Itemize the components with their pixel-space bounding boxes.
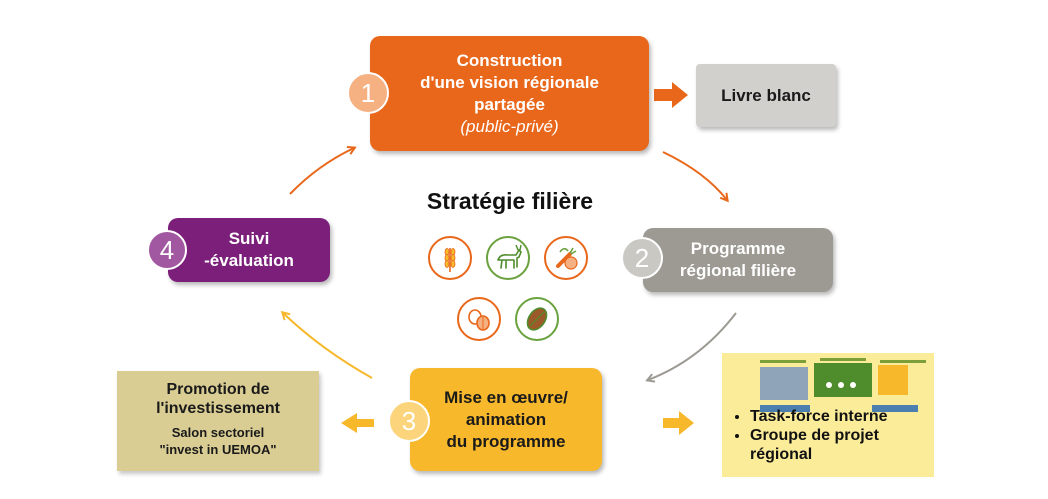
step-3-number: 3: [388, 400, 430, 442]
taskforce-item-1: Task-force interne: [750, 407, 888, 426]
step-1-number: 1: [347, 72, 389, 114]
taskforce-item-3: régional: [750, 446, 813, 463]
livre-blanc-box: Livre blanc: [696, 64, 836, 127]
step-4-number: 4: [147, 230, 187, 270]
step-2-number: 2: [621, 237, 663, 279]
arrow-2-to-3: [648, 312, 737, 380]
step-4-box: Suivi -évaluation: [168, 218, 330, 282]
step-4-line-1: Suivi: [228, 229, 270, 248]
promotion-sub-2: "invest in UEMOA": [159, 442, 277, 457]
step-1-box: Construction d'une vision régionale part…: [370, 36, 649, 151]
taskforce-box: Task-force interne Groupe de projet régi…: [722, 353, 934, 477]
cocoa-pod-icon: [515, 297, 559, 341]
arrow-4-to-1: [289, 148, 354, 195]
promotion-sub-1: Salon sectoriel: [171, 425, 265, 440]
step-1-line-3: partagée: [474, 94, 545, 114]
nuts-icon: [457, 297, 501, 341]
taskforce-list: Task-force interne Groupe de projet régi…: [722, 407, 888, 464]
org-diagram-thumbnail: [752, 355, 937, 413]
arrow-3-to-4: [283, 313, 373, 379]
arrow-to-promotion: [341, 413, 374, 433]
promotion-title-2: l'investissement: [156, 400, 280, 417]
center-title: Stratégie filière: [426, 188, 594, 214]
promotion-box: Promotion de l'investissement Salon sect…: [117, 371, 319, 471]
taskforce-item-2: Groupe de projet: [750, 426, 888, 445]
vegetables-icon: [544, 236, 588, 280]
promotion-title-1: Promotion de: [166, 381, 270, 398]
step-4-line-2: -évaluation: [204, 251, 294, 270]
arrow-to-livre-blanc: [654, 82, 688, 108]
step-3-line-2: animation: [465, 409, 547, 429]
arrow-1-to-2: [662, 151, 727, 200]
arrow-to-taskforce: [663, 411, 694, 435]
step-1-line-2: d'une vision régionale: [420, 72, 599, 92]
step-2-line-2: régional filière: [679, 261, 797, 280]
step-1-line-1: Construction: [456, 50, 563, 70]
step-2-box: Programme régional filière: [643, 228, 833, 292]
step-3-line-3: du programme: [446, 431, 566, 451]
step-3-line-1: Mise en œuvre/: [444, 387, 568, 407]
livre-blanc-label: Livre blanc: [721, 85, 811, 105]
step-3-box: Mise en œuvre/ animation du programme: [410, 368, 602, 471]
goat-icon: [486, 236, 530, 280]
wheat-icon: [428, 236, 472, 280]
step-2-line-1: Programme: [690, 239, 786, 258]
step-1-italic: (public-privé): [460, 116, 559, 136]
